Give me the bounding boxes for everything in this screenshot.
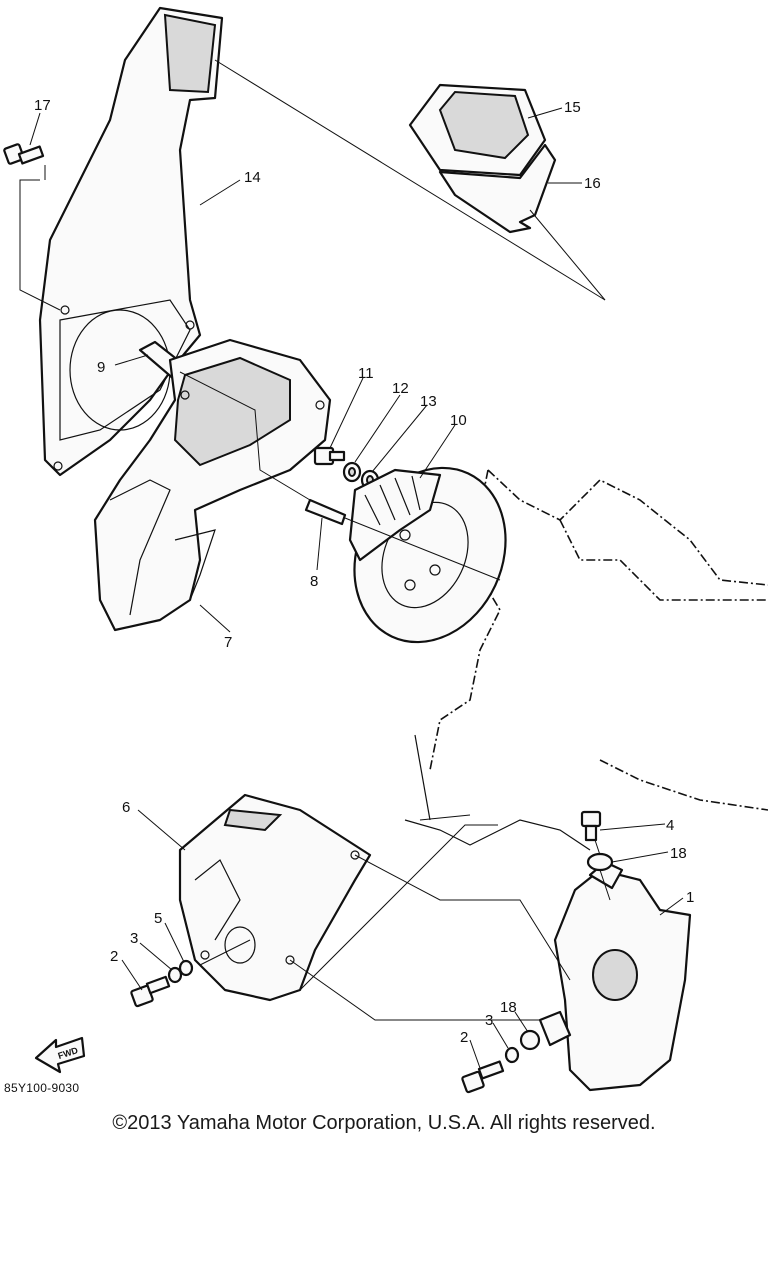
- assembly-lines: [19, 59, 611, 1021]
- part-18-grommet-upper: [586, 852, 614, 872]
- part-12-lock-washer: [342, 461, 362, 483]
- callout-labels: 17 14 15 16 9 11 12 13 10 8 7 6 4 18 1 5…: [34, 97, 694, 1046]
- exploded-parts-diagram: 17 14 15 16 9 11 12 13 10 8 7 6 4 18 1 5…: [3, 6, 768, 1094]
- callout-14: 14: [244, 169, 261, 186]
- diagram-reference-code: 85Y100-9030: [4, 1081, 80, 1095]
- part-10-cooling-fan: [348, 466, 507, 644]
- callout-7: 7: [224, 634, 232, 651]
- callout-11: 11: [358, 365, 374, 382]
- part-18-grommet-lower: [519, 1029, 541, 1051]
- callout-1: 1: [686, 889, 694, 906]
- callout-leaders: [29, 107, 684, 1069]
- part-3-lock-washer-right: [504, 1046, 520, 1064]
- callout-4: 4: [666, 817, 674, 834]
- part-1-side-cover: [538, 860, 692, 1092]
- copyright-notice: ©2013 Yamaha Motor Corporation, U.S.A. A…: [112, 1112, 656, 1134]
- callout-3-right: 3: [485, 1012, 493, 1029]
- callout-5: 5: [154, 910, 162, 927]
- part-2-bolt-right: [461, 1060, 505, 1094]
- part-4-bolt-right: [580, 810, 602, 842]
- part-2-bolt-left: [130, 975, 171, 1008]
- callout-3-left: 3: [130, 930, 138, 947]
- callout-17: 17: [34, 97, 51, 114]
- part-11-bolt: [313, 446, 346, 466]
- part-16-duct-seal: [438, 143, 557, 234]
- callout-8: 8: [310, 573, 318, 590]
- callout-18-upper: 18: [670, 845, 687, 862]
- part-7-fan-housing: [93, 338, 332, 632]
- part-17-bolt: [3, 143, 45, 165]
- callout-9: 9: [97, 359, 105, 376]
- callout-12: 12: [392, 380, 409, 397]
- callout-16: 16: [584, 175, 601, 192]
- part-8-stud: [304, 498, 347, 526]
- callout-2-right: 2: [460, 1029, 468, 1046]
- callout-10: 10: [450, 412, 467, 429]
- callout-13: 13: [420, 393, 437, 410]
- callout-6: 6: [122, 799, 130, 816]
- callout-18-lower: 18: [500, 999, 517, 1016]
- forward-arrow-icon: FWD: [34, 1036, 86, 1074]
- callout-15: 15: [564, 99, 581, 116]
- part-5-washer-left: [178, 959, 194, 977]
- part-6-lower-shroud: [178, 793, 372, 1002]
- part-15-duct-cap: [408, 83, 547, 177]
- part-3-lock-washer-left: [167, 966, 183, 984]
- callout-2-left: 2: [110, 948, 118, 965]
